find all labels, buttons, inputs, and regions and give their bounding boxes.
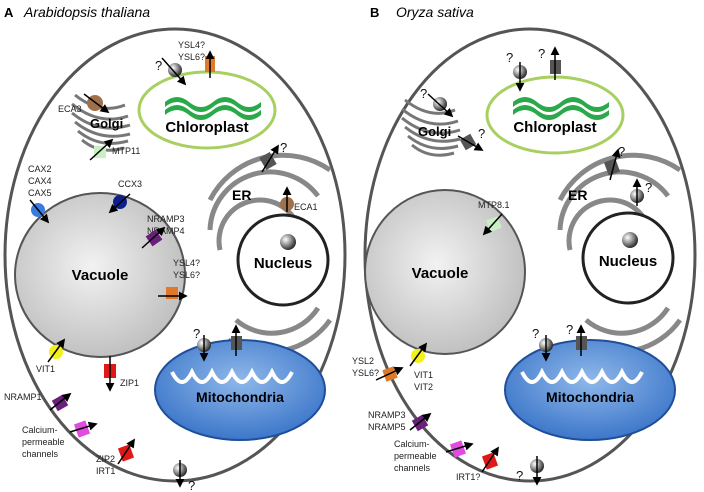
question-er-b1: ? bbox=[618, 144, 625, 159]
panel-a-species: Arabidopsis thaliana bbox=[23, 4, 150, 20]
label-calcium-3: channels bbox=[22, 449, 59, 459]
mitochondria-label: Mitochondria bbox=[196, 389, 284, 405]
nucleus-label-b: Nucleus bbox=[599, 253, 657, 270]
question-chloro: ? bbox=[155, 58, 162, 73]
label-cax2: CAX2 bbox=[28, 164, 52, 174]
nucleolus-b bbox=[622, 232, 638, 248]
label-calcium-b2: permeable bbox=[394, 451, 437, 461]
question-chloro-b1: ? bbox=[506, 50, 513, 65]
er-label-b: ER bbox=[568, 187, 587, 203]
label-nramp3: NRAMP3 bbox=[147, 214, 185, 224]
label-calcium-b1: Calcium- bbox=[394, 439, 430, 449]
chloroplast-label: Chloroplast bbox=[165, 119, 248, 136]
mitochondria-b bbox=[504, 339, 676, 441]
er-label: ER bbox=[232, 187, 251, 203]
unknown-transporter-ball bbox=[168, 63, 182, 77]
label-ysl4-vac: YSL4? bbox=[173, 258, 200, 268]
question-golgi-b1: ? bbox=[420, 86, 427, 101]
label-cax4: CAX4 bbox=[28, 176, 52, 186]
label-mtp81: MTP8.1 bbox=[478, 200, 510, 210]
label-irt1: IRT1 bbox=[96, 466, 115, 476]
cristae bbox=[170, 367, 294, 384]
panel-a-letter: A bbox=[4, 5, 14, 20]
label-nramp4: NRAMP4 bbox=[147, 226, 185, 236]
label-calcium-b3: channels bbox=[394, 463, 431, 473]
label-vit1-b: VIT1 bbox=[414, 370, 433, 380]
label-ysl6-b: YSL6? bbox=[352, 368, 379, 378]
cristae-b bbox=[520, 367, 644, 384]
label-eca1: ECA1 bbox=[294, 202, 318, 212]
golgi-label-b: Golgi bbox=[418, 124, 451, 139]
label-calcium-1: Calcium- bbox=[22, 425, 58, 435]
panel-a: A Arabidopsis thaliana Chloroplast Golgi bbox=[3, 4, 347, 492]
thylakoid-stacks-b bbox=[513, 97, 609, 120]
er-square-b bbox=[603, 158, 621, 176]
question-er-b2: ? bbox=[645, 180, 652, 195]
label-ysl4-chloro: YSL4? bbox=[178, 40, 205, 50]
panel-b-letter: B bbox=[370, 5, 379, 20]
label-nramp5-b: NRAMP5 bbox=[368, 422, 406, 432]
question-pm: ? bbox=[188, 478, 195, 492]
panel-b: B Oryza sativa Chloroplast Golgi bbox=[352, 4, 697, 486]
label-eca3: ECA3 bbox=[58, 104, 82, 114]
thylakoid-stacks bbox=[165, 97, 261, 120]
label-calcium-2: permeable bbox=[22, 437, 65, 447]
nucleolus bbox=[280, 234, 296, 250]
label-nramp1: NRAMP1 bbox=[4, 392, 42, 402]
label-ysl6-chloro: YSL6? bbox=[178, 52, 205, 62]
question-chloro-b2: ? bbox=[538, 46, 545, 61]
vacuole-label-b: Vacuole bbox=[412, 265, 469, 282]
nucleus-label: Nucleus bbox=[254, 255, 312, 272]
vacuole-label: Vacuole bbox=[72, 267, 129, 284]
label-mtp11: MTP11 bbox=[112, 146, 140, 156]
panel-b-species: Oryza sativa bbox=[396, 4, 474, 20]
label-ccx3: CCX3 bbox=[118, 179, 142, 189]
mitochondria-label-b: Mitochondria bbox=[546, 389, 634, 405]
vacuole bbox=[14, 192, 186, 358]
label-nramp3-b: NRAMP3 bbox=[368, 410, 406, 420]
label-zip2: ZIP2 bbox=[96, 454, 115, 464]
label-ysl6-vac: YSL6? bbox=[173, 270, 200, 280]
chloroplast-label-b: Chloroplast bbox=[513, 119, 596, 136]
nucleus bbox=[236, 213, 330, 307]
label-vit1: VIT1 bbox=[36, 364, 55, 374]
label-ysl2-b: YSL2 bbox=[352, 356, 374, 366]
question-mito-b2: ? bbox=[566, 322, 573, 337]
nucleus-b bbox=[581, 211, 675, 305]
question-golgi-b2: ? bbox=[478, 126, 485, 141]
label-cax5: CAX5 bbox=[28, 188, 52, 198]
question-mito-1: ? bbox=[193, 326, 200, 341]
question-er: ? bbox=[280, 140, 287, 155]
question-mito-b1: ? bbox=[532, 326, 539, 341]
label-zip1: ZIP1 bbox=[120, 378, 139, 388]
question-pm-b: ? bbox=[516, 468, 523, 483]
golgi-label: Golgi bbox=[90, 116, 123, 131]
ysl-vac-transporter bbox=[166, 287, 178, 299]
label-irt1-b: IRT1? bbox=[456, 472, 480, 482]
label-vit2-b: VIT2 bbox=[414, 382, 433, 392]
